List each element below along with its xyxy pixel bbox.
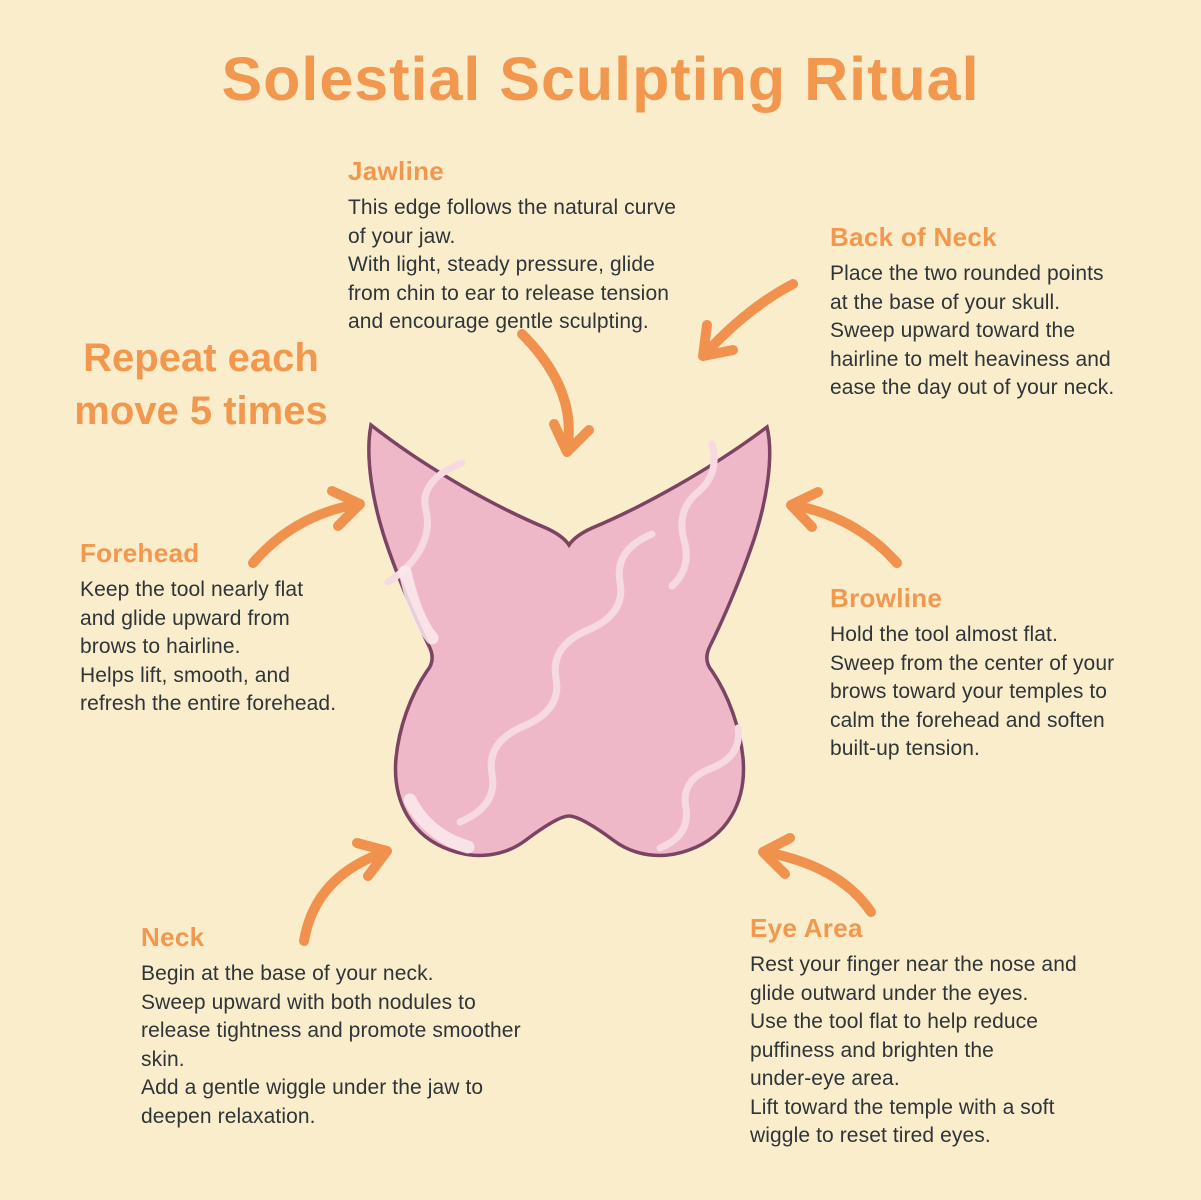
repeat-instruction: Repeat each move 5 times: [74, 336, 328, 433]
tool-sheen-line: [668, 440, 718, 590]
browline-section: Browline Hold the tool almost flat. Swee…: [830, 583, 1200, 764]
neck-heading: Neck: [141, 922, 205, 952]
page-title: Solestial Sculpting Ritual: [221, 45, 980, 113]
neck-section: Neck Begin at the base of your neck. Swe…: [141, 922, 581, 1131]
back-of-neck-description: Place the two rounded points at the base…: [830, 262, 1115, 400]
neck-description: Begin at the base of your neck. Sweep up…: [141, 962, 521, 1128]
forehead-heading: Forehead: [80, 538, 200, 568]
forehead-section: Forehead Keep the tool nearly flat and g…: [80, 538, 420, 719]
eye-area-section: Eye Area Rest your finger near the nose …: [750, 913, 1160, 1151]
tool-highlight: [398, 565, 439, 645]
back-of-neck-heading: Back of Neck: [830, 222, 997, 252]
eye-area-description: Rest your finger near the nose and glide…: [750, 953, 1077, 1148]
tool-sheen-line: [384, 459, 466, 586]
jawline-heading: Jawline: [348, 156, 445, 186]
browline-heading: Browline: [830, 583, 943, 613]
browline-arrow: [786, 487, 902, 568]
eye-area-heading: Eye Area: [750, 913, 863, 943]
back-of-neck-section: Back of Neck Place the two rounded point…: [830, 222, 1200, 403]
jawline-description: This edge follows the natural curve of y…: [348, 196, 677, 334]
jawline-section: Jawline This edge follows the natural cu…: [348, 156, 748, 337]
browline-description: Hold the tool almost flat. Sweep from th…: [830, 623, 1115, 761]
forehead-description: Keep the tool nearly flat and glide upwa…: [80, 578, 337, 716]
tool-sheen-line: [456, 530, 656, 826]
gua-sha-tool-illustration: [367, 421, 772, 858]
tool-highlight: [403, 793, 475, 854]
tool-sheen-line: [656, 724, 742, 852]
arrow-shaft: [788, 500, 902, 568]
